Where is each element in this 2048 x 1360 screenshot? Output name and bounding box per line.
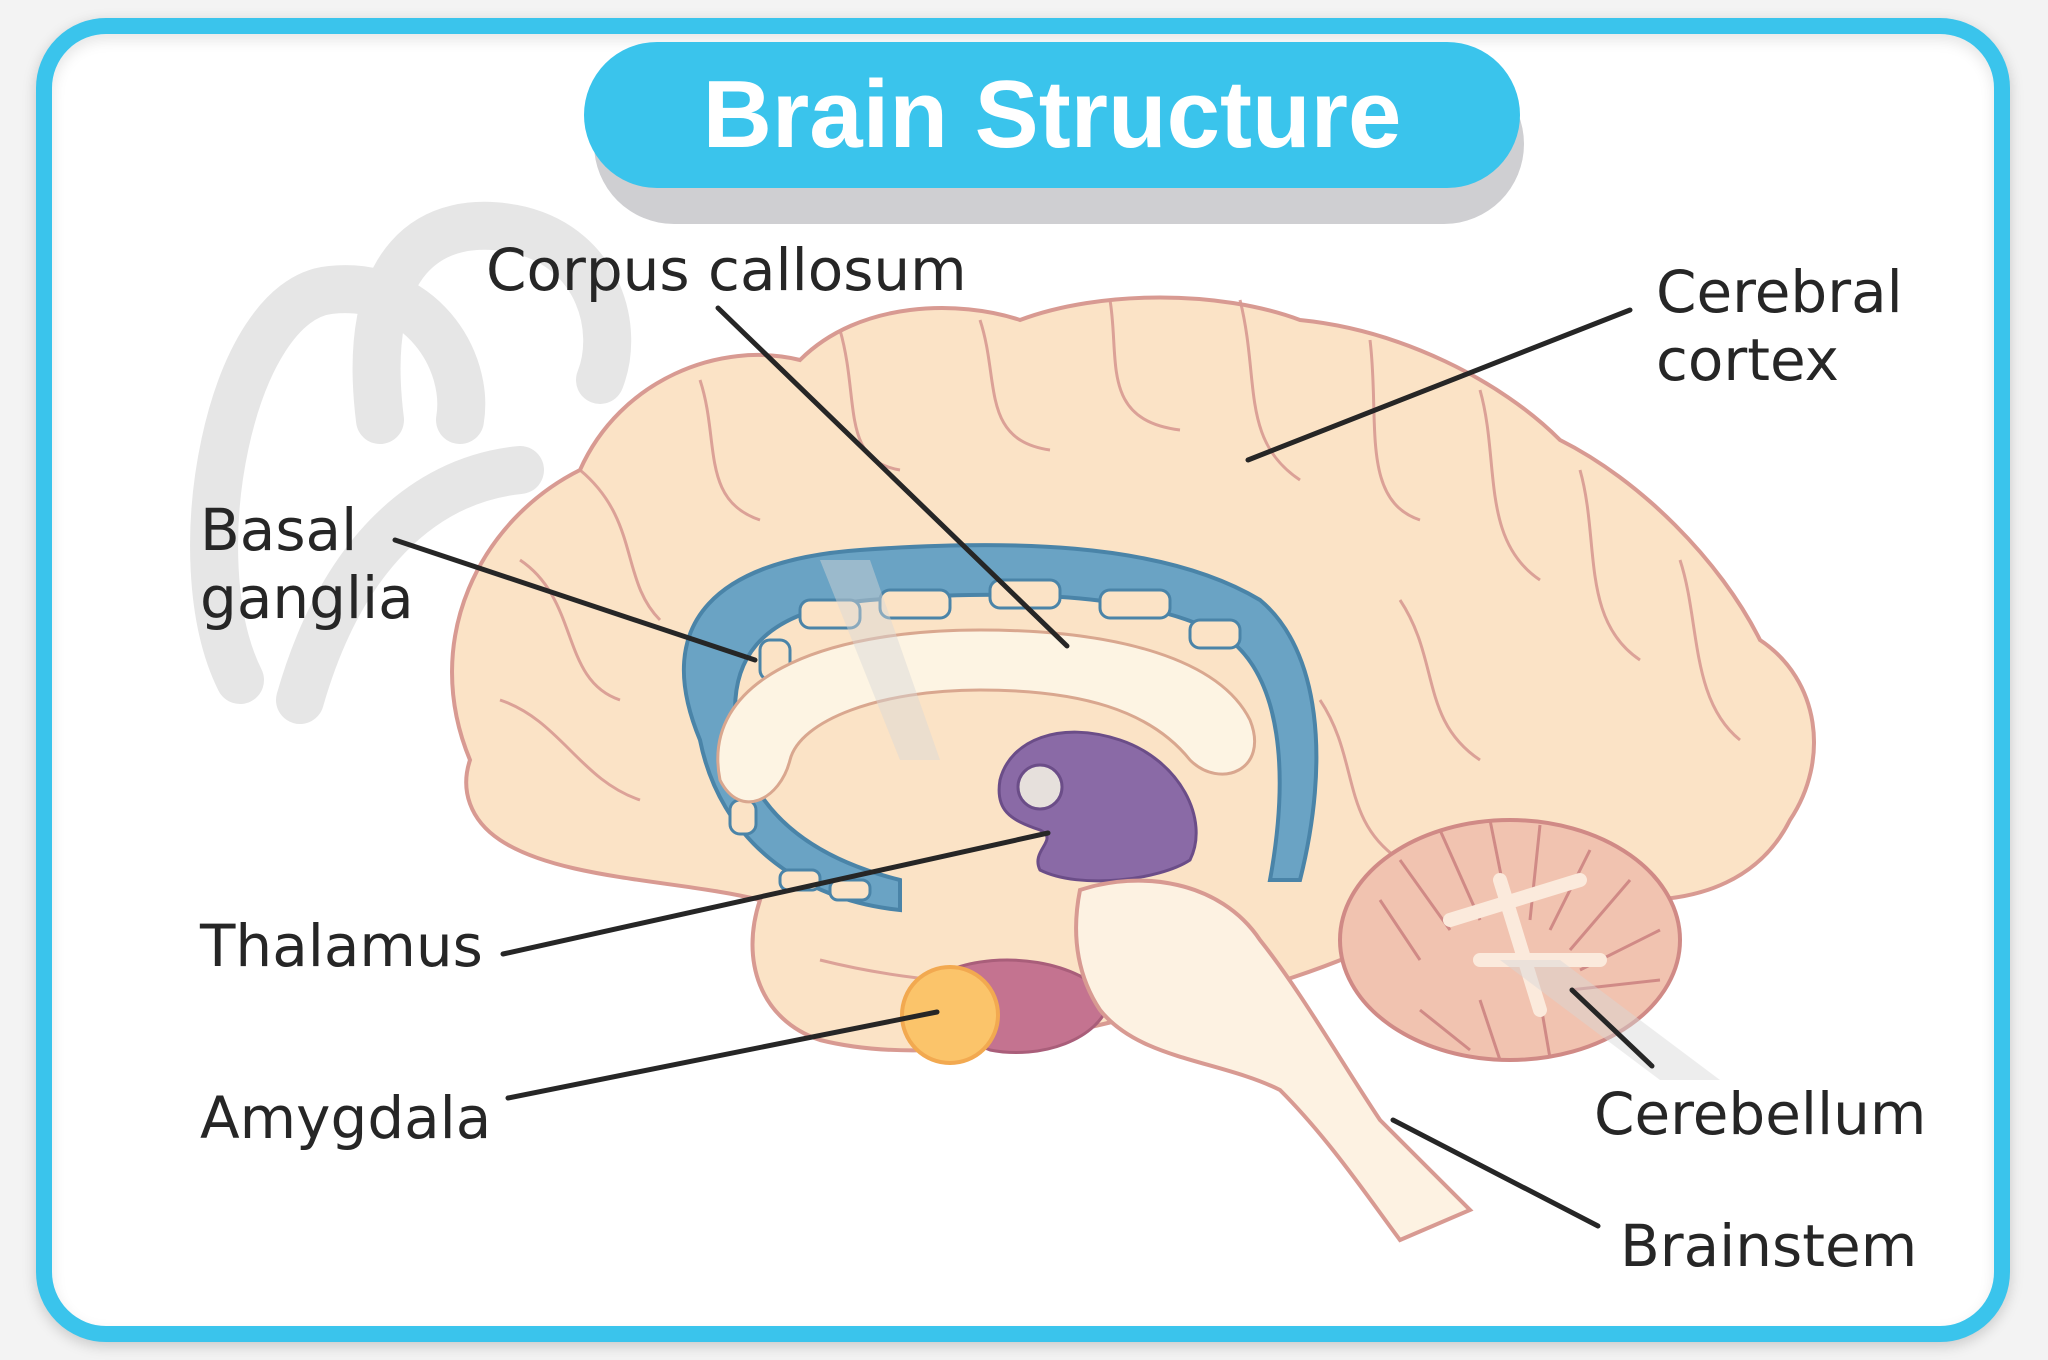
diagram-title: Brain Structure: [702, 61, 1402, 168]
label-cerebral-cortex-line2: cortex: [1656, 326, 1839, 394]
watermark-logo: [190, 201, 632, 724]
leader-corpus-callosum: [715, 305, 1070, 649]
thalamus: [997, 730, 1198, 883]
label-basal-ganglia-line1: Basal: [200, 496, 358, 564]
leader-basal-ganglia: [392, 537, 758, 663]
label-amygdala: Amygdala: [200, 1084, 492, 1152]
leader-cerebellum: [1569, 987, 1655, 1069]
corpus-callosum: [716, 628, 1257, 804]
leader-thalamus: [500, 830, 1051, 957]
amygdala: [900, 965, 1000, 1065]
label-corpus-callosum: Corpus callosum: [486, 236, 967, 304]
brainstem: [1074, 878, 1474, 1243]
leader-lines: [392, 305, 1655, 1229]
leader-brainstem: [1390, 1117, 1601, 1229]
leader-cerebral-cortex: [1245, 307, 1633, 463]
title-banner: Brain Structure: [584, 42, 1520, 188]
watermark-text: [820, 560, 1720, 1080]
label-thalamus: Thalamus: [200, 912, 483, 980]
leader-amygdala: [505, 1009, 940, 1101]
label-cerebral-cortex-line1: Cerebral: [1656, 258, 1903, 326]
label-basal-ganglia-line2: ganglia: [200, 564, 414, 632]
label-cerebellum: Cerebellum: [1594, 1080, 1927, 1148]
cerebellum: [1338, 818, 1682, 1062]
label-brainstem: Brainstem: [1620, 1212, 1918, 1280]
